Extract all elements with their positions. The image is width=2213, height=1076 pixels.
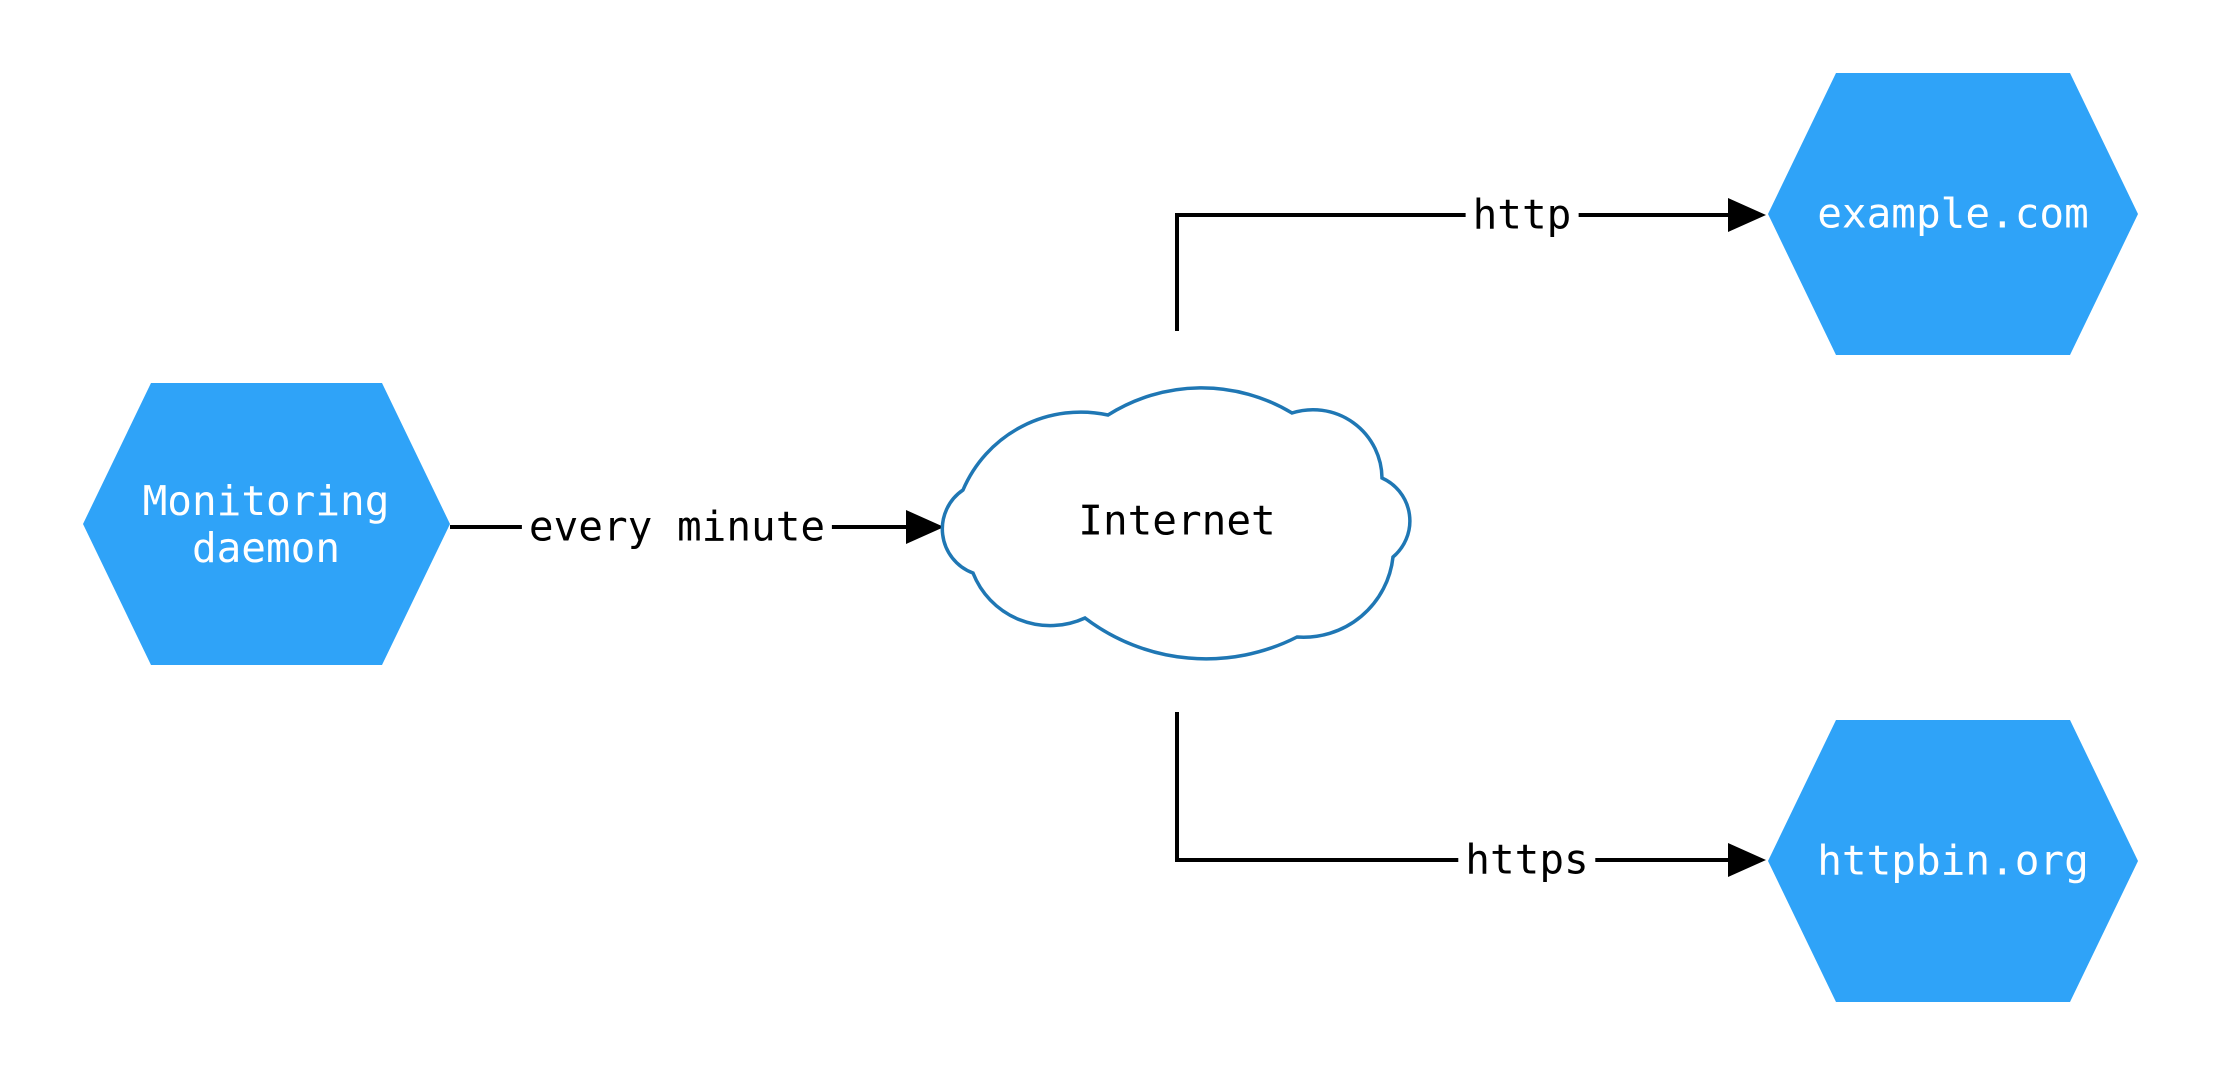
https-edge-label: https (1458, 836, 1596, 884)
monitoring-daemon-label-line2: daemon (191, 524, 341, 572)
monitoring-daemon-hexagon (83, 383, 450, 665)
internet-label: Internet (1078, 496, 1276, 545)
monitoring-daemon-label: Monitoring daemon (143, 478, 390, 572)
internet-cloud-shape (940, 386, 1412, 661)
arrowhead-every-minute-icon (906, 510, 944, 544)
httpbin-org-hexagon (1768, 720, 2138, 1002)
monitoring-daemon-label-line1: Monitoring (142, 477, 390, 525)
httpbin-org-label: httpbin.org (1817, 836, 2089, 885)
arrowhead-http-icon (1728, 198, 1766, 232)
edge-https-line (1175, 712, 1728, 862)
http-edge-label: http (1465, 191, 1579, 239)
example-com-label: example.com (1817, 189, 2089, 238)
arrowhead-https-icon (1728, 843, 1766, 877)
example-com-hexagon (1768, 73, 2138, 355)
every-minute-edge-label: every minute (521, 503, 833, 551)
edge-http-line (1175, 213, 1728, 331)
